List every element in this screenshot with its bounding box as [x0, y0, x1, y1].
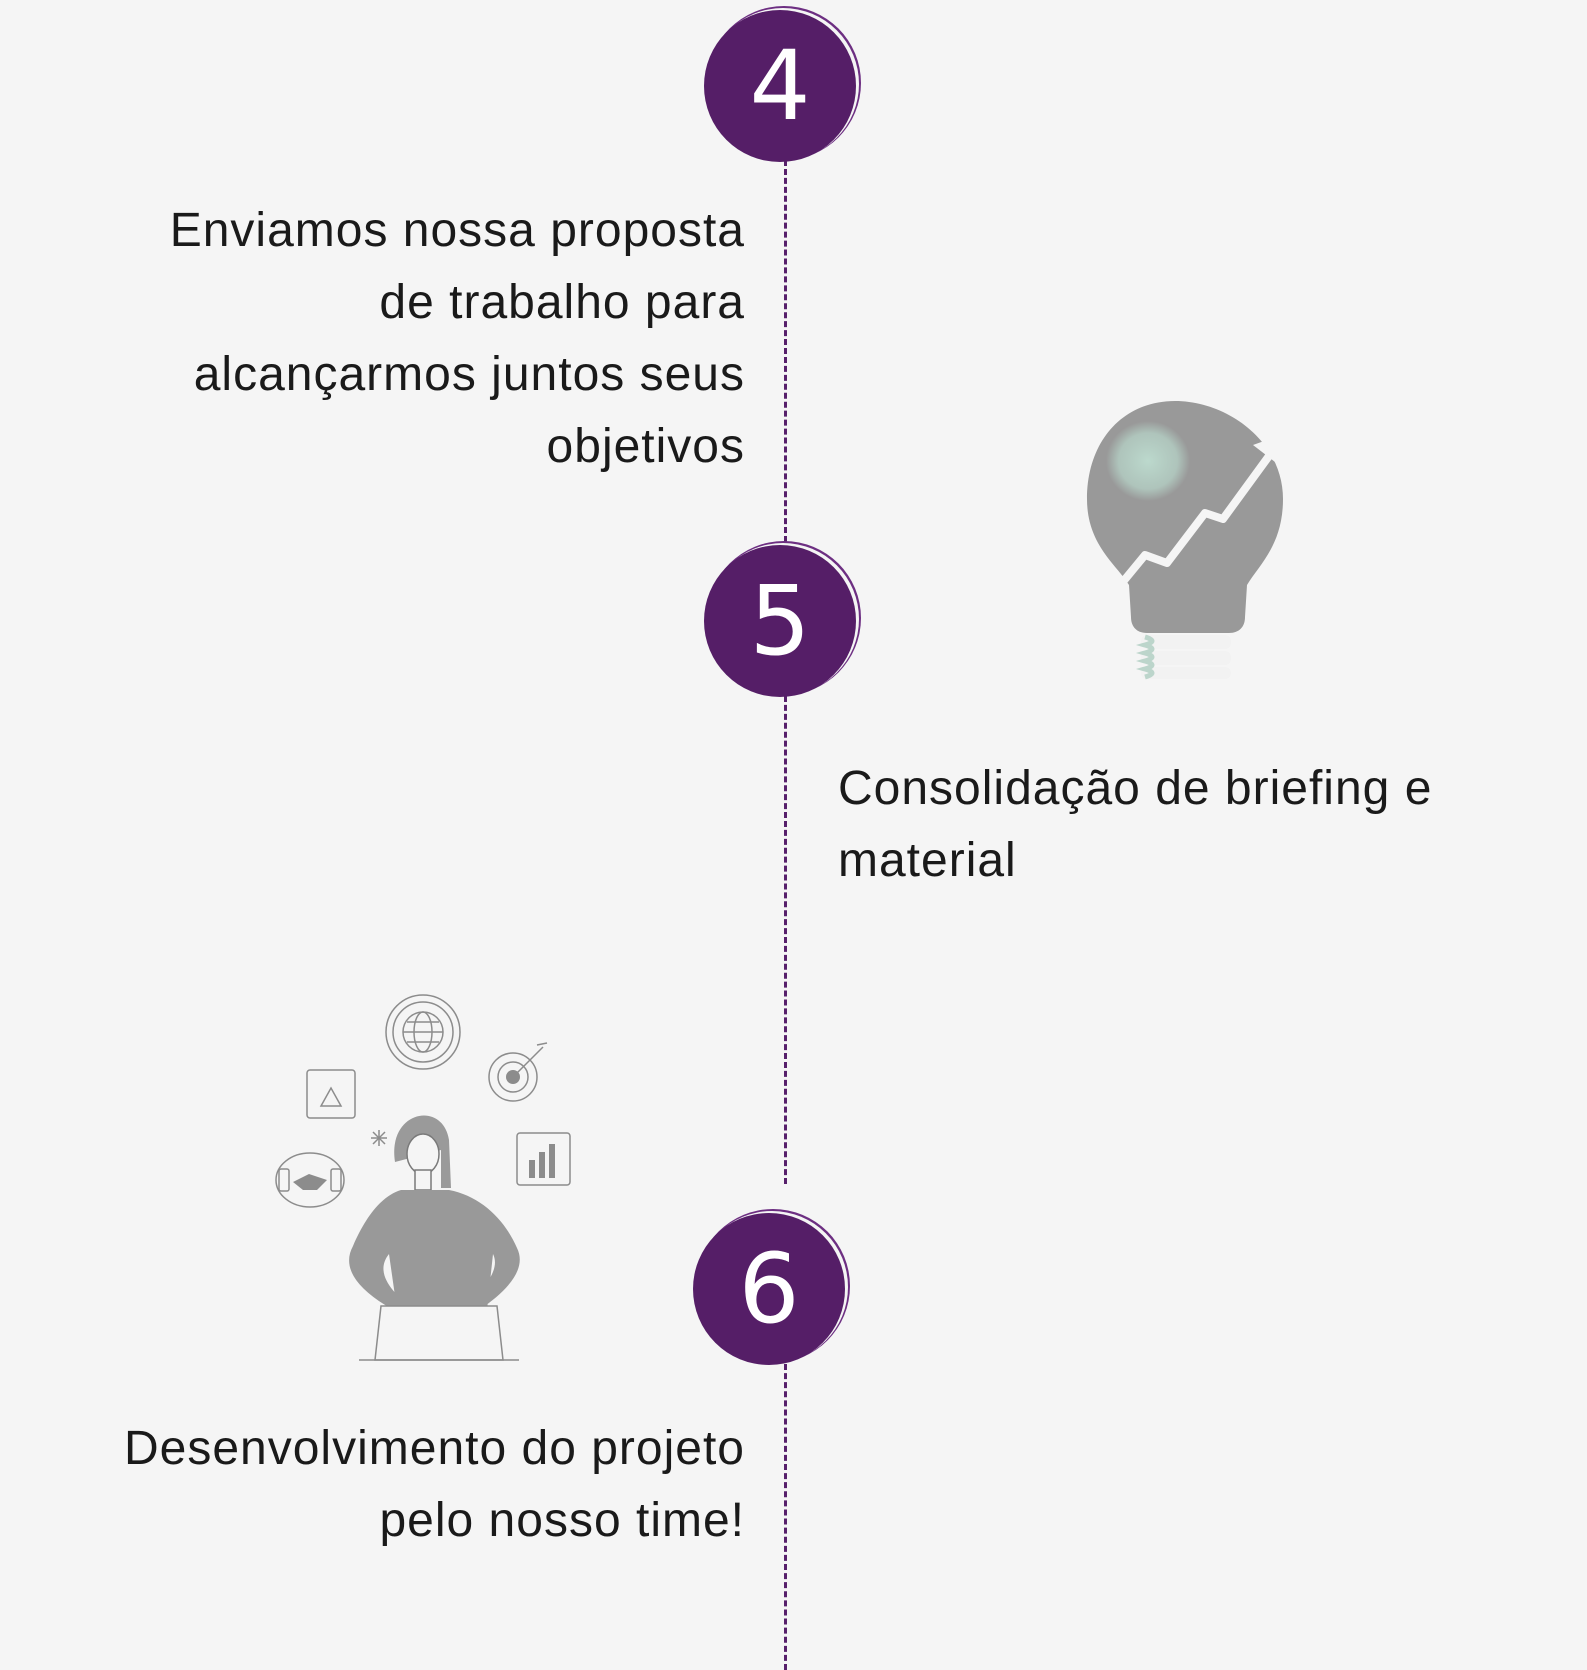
timeline-line: [784, 696, 787, 1184]
step-6-description: Desenvolvimento do projeto pelo nosso ti…: [123, 1422, 745, 1547]
step-5-description: Consolidação de briefing e material: [838, 762, 1433, 887]
step-4-description: Enviamos nossa proposta de trabalho para…: [169, 204, 745, 473]
timeline-line: [784, 1364, 787, 1670]
step-6-number: 6: [693, 1213, 845, 1365]
recycle-icon: [306, 1069, 356, 1119]
step-4-number: 4: [704, 10, 856, 162]
target-icon: [488, 1052, 538, 1102]
globe-icon: [385, 994, 461, 1070]
lightbulb-growth-icon: [1085, 401, 1297, 680]
timeline-line: [784, 160, 787, 542]
step-5-number: 5: [704, 545, 856, 697]
bar-chart-icon: [516, 1132, 571, 1186]
handshake-icon: [275, 1152, 345, 1208]
woman-with-business-icons: [275, 994, 571, 1361]
